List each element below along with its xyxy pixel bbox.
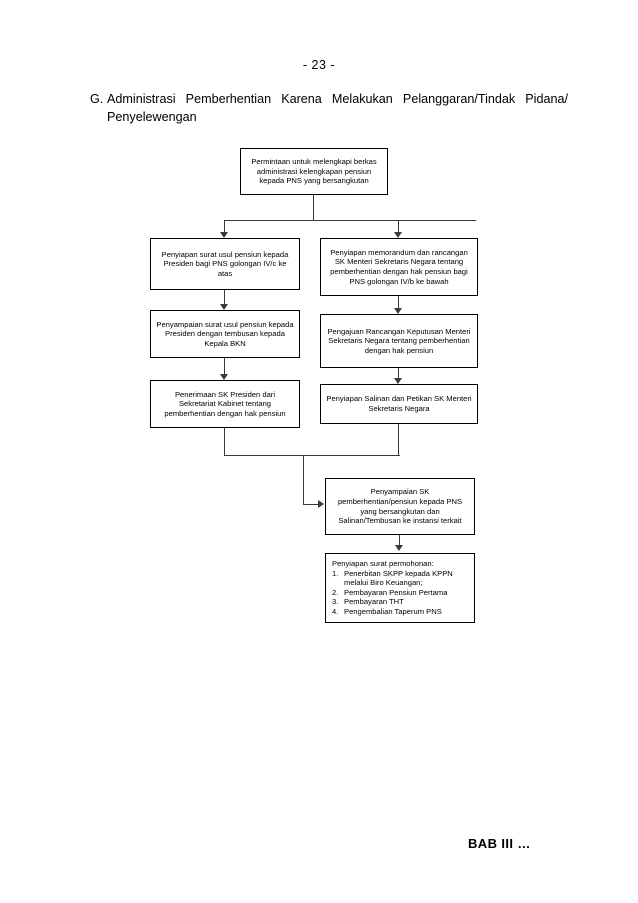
arrow-into-right-1 xyxy=(394,232,402,238)
list-item: Pembayaran Pensiun Pertama xyxy=(332,587,448,597)
connector-split-bar xyxy=(224,220,476,222)
flow-node-final: Penyiapan surat permohonan: Penerbitan S… xyxy=(325,553,475,623)
connector-merge-elbow xyxy=(303,504,319,506)
flow-node-right-2: Pengajuan Rancangan Keputusan Menteri Se… xyxy=(320,314,478,368)
arrow-into-left-2 xyxy=(220,304,228,310)
flow-node-left-1: Penyiapan surat usul pensiun kepada Pres… xyxy=(150,238,300,290)
connector-split-left-drop xyxy=(224,220,226,234)
arrow-into-right-2 xyxy=(394,308,402,314)
flow-node-final-list: Penerbitan SKPP kepada KPPN melalui Biro… xyxy=(332,569,468,617)
connector-left-1-to-2 xyxy=(224,290,226,306)
arrow-into-right-3 xyxy=(394,378,402,384)
heading-text: Administrasi Pemberhentian Karena Melaku… xyxy=(107,90,568,126)
flow-node-left-3-label: Penerimaan SK Presiden dari Sekretariat … xyxy=(164,389,286,418)
arrow-into-merge-node xyxy=(318,500,324,508)
connector-split-right-drop xyxy=(398,220,400,234)
footer-note: BAB III … xyxy=(468,836,531,851)
connector-start-stem xyxy=(313,195,315,221)
connector-left-3-merge-drop xyxy=(224,428,226,456)
flow-node-left-2-label: Penyampaian surat usul pensiun kepada Pr… xyxy=(156,319,294,348)
heading-line-1: Administrasi Pemberhentian Karena Melaku… xyxy=(107,92,568,106)
flow-node-final-title: Penyiapan surat permohonan: xyxy=(332,559,434,568)
list-item: Penerbitan SKPP kepada KPPN melalui Biro… xyxy=(332,568,453,588)
page-number: - 23 - xyxy=(302,58,336,72)
flow-node-right-1-label: Penyiapan memorandum dan rancangan SK Me… xyxy=(330,247,468,286)
connector-right-3-merge-drop xyxy=(398,424,400,456)
heading-line-2: Penyelewengan xyxy=(107,110,197,124)
heading-letter: G. xyxy=(90,92,104,106)
flow-node-left-2: Penyampaian surat usul pensiun kepada Pr… xyxy=(150,310,300,358)
flow-node-left-1-label: Penyiapan surat usul pensiun kepada Pres… xyxy=(161,249,289,278)
flow-node-right-2-label: Pengajuan Rancangan Keputusan Menteri Se… xyxy=(327,326,471,355)
list-item: Pembayaran THT xyxy=(332,597,404,607)
connector-merge-stem xyxy=(303,455,305,505)
flow-node-right-1: Penyiapan memorandum dan rancangan SK Me… xyxy=(320,238,478,296)
flow-node-merge-label: Penyampaian SK pemberhentian/pensiun kep… xyxy=(337,487,463,526)
connector-right-1-to-2 xyxy=(398,296,400,310)
arrow-into-final xyxy=(395,545,403,551)
connector-left-2-to-3 xyxy=(224,358,226,376)
arrow-into-left-1 xyxy=(220,232,228,238)
flow-node-start: Permintaan untuk melengkapi berkas admin… xyxy=(240,148,388,195)
list-item: Pengembalian Taperum PNS xyxy=(332,606,442,616)
flow-node-merge: Penyampaian SK pemberhentian/pensiun kep… xyxy=(325,478,475,535)
connector-right-2-to-3 xyxy=(398,368,400,380)
connector-merge-to-final xyxy=(399,535,401,547)
flow-node-right-3-label: Penyiapan Salinan dan Petikan SK Menteri… xyxy=(326,394,472,413)
section-heading: G. Administrasi Pemberhentian Karena Mel… xyxy=(90,90,568,126)
arrow-into-left-3 xyxy=(220,374,228,380)
connector-merge-bar xyxy=(224,455,400,457)
flow-node-right-3: Penyiapan Salinan dan Petikan SK Menteri… xyxy=(320,384,478,424)
flow-node-final-content: Penyiapan surat permohonan: Penerbitan S… xyxy=(332,559,468,617)
flow-node-left-3: Penerimaan SK Presiden dari Sekretariat … xyxy=(150,380,300,428)
flow-node-start-label: Permintaan untuk melengkapi berkas admin… xyxy=(251,157,377,186)
